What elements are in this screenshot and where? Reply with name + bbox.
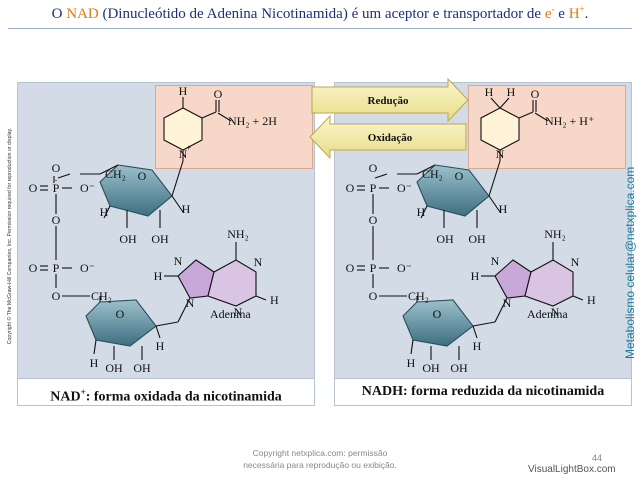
footer-copyright: Copyright netxplica.com: permissão neces… <box>243 448 397 470</box>
svg-text:O: O <box>455 169 464 183</box>
oxidation-arrow: Oxidação <box>309 114 467 160</box>
svg-text:P: P <box>370 181 377 195</box>
svg-text:H: H <box>182 202 191 216</box>
svg-text:O: O <box>346 181 355 195</box>
brand-watermark: VisualLightBox.com <box>528 464 616 475</box>
svg-text:P: P <box>53 261 60 275</box>
reduction-arrow: Redução <box>311 77 469 123</box>
title-divider <box>8 28 632 29</box>
nad-atom-labels: H O NH₂ + 2H N + CH₂ O O + O P O⁻ O O P … <box>29 84 279 375</box>
svg-text:P: P <box>370 261 377 275</box>
svg-text:+: + <box>186 143 191 153</box>
svg-text:O: O <box>116 307 125 321</box>
svg-text:O: O <box>369 213 378 227</box>
side-copyright: Copyright © The McGraw-Hill Companies, I… <box>7 127 13 345</box>
svg-text:N: N <box>186 296 195 310</box>
svg-text:OH: OH <box>468 232 486 246</box>
svg-text:NH₂ + 2H: NH₂ + 2H <box>228 114 277 128</box>
svg-text:OH: OH <box>133 361 151 375</box>
nad-caption: NAD+: forma oxidada da nicotinamida <box>18 378 314 405</box>
svg-text:O⁻: O⁻ <box>80 181 95 195</box>
svg-text:OH: OH <box>450 361 468 375</box>
svg-text:N: N <box>496 147 505 161</box>
svg-text:NH₂ + H⁺: NH₂ + H⁺ <box>545 114 594 128</box>
svg-text:N: N <box>491 254 500 268</box>
svg-text:H: H <box>499 202 508 216</box>
svg-text:N: N <box>571 255 580 269</box>
svg-text:N: N <box>254 255 263 269</box>
svg-text:Redução: Redução <box>368 95 409 107</box>
svg-text:H: H <box>587 293 596 307</box>
svg-text:H: H <box>270 293 279 307</box>
svg-text:O: O <box>52 289 61 303</box>
svg-text:O: O <box>29 181 38 195</box>
svg-text:O: O <box>531 87 540 101</box>
svg-text:O: O <box>29 261 38 275</box>
svg-text:N: N <box>174 254 183 268</box>
svg-text:O: O <box>433 307 442 321</box>
svg-text:Adenina: Adenina <box>210 307 251 321</box>
svg-text:Oxidação: Oxidação <box>368 132 413 144</box>
svg-text:P: P <box>53 181 60 195</box>
svg-text:O⁻: O⁻ <box>397 181 412 195</box>
svg-text:N: N <box>503 296 512 310</box>
svg-text:H: H <box>507 85 516 99</box>
svg-text:H: H <box>485 85 494 99</box>
svg-text:O: O <box>369 289 378 303</box>
svg-text:O: O <box>52 213 61 227</box>
side-website: Metabolismo celular@netxplica.com <box>623 166 637 359</box>
svg-text:H: H <box>154 269 163 283</box>
svg-text:O: O <box>52 161 61 175</box>
svg-text:CH₂: CH₂ <box>105 167 126 181</box>
nad-molecule <box>40 97 267 360</box>
svg-text:H: H <box>473 339 482 353</box>
svg-text:OH: OH <box>105 361 123 375</box>
page-number: 44 <box>592 453 603 463</box>
svg-text:H: H <box>156 339 165 353</box>
slide-title: O NAD (Dinucleótido de Adenina Nicotinam… <box>51 4 589 22</box>
svg-text:O: O <box>369 161 378 175</box>
svg-text:O: O <box>214 87 223 101</box>
nadh-caption: NADH: forma reduzida da nicotinamida <box>335 378 631 405</box>
svg-text:O: O <box>138 169 147 183</box>
svg-text:CH₂: CH₂ <box>422 167 443 181</box>
svg-text:H: H <box>100 205 109 219</box>
svg-text:OH: OH <box>436 232 454 246</box>
svg-text:H: H <box>417 205 426 219</box>
svg-text:H: H <box>471 269 480 283</box>
svg-text:H: H <box>90 356 99 370</box>
nadh-atom-labels: H H O NH₂ + H⁺ N CH₂ O O O P O⁻ O O P O⁻… <box>346 85 596 375</box>
svg-text:CH₂: CH₂ <box>91 289 112 303</box>
svg-text:H: H <box>407 356 416 370</box>
svg-text:N: N <box>551 305 560 319</box>
svg-text:NH₂: NH₂ <box>227 227 249 241</box>
svg-text:O: O <box>346 261 355 275</box>
svg-text:OH: OH <box>119 232 137 246</box>
svg-text:Adenina: Adenina <box>527 307 568 321</box>
nad-panel: NAD+: forma oxidada da nicotinamida <box>17 82 315 406</box>
svg-text:OH: OH <box>422 361 440 375</box>
svg-text:O⁻: O⁻ <box>397 261 412 275</box>
svg-text:N: N <box>234 305 243 319</box>
nad-highlight: NAD <box>66 6 99 22</box>
svg-text:NH₂: NH₂ <box>544 227 566 241</box>
svg-text:H: H <box>179 84 188 98</box>
svg-text:N: N <box>179 147 188 161</box>
svg-text:OH: OH <box>151 232 169 246</box>
nadh-molecule <box>357 97 584 360</box>
svg-text:O⁻: O⁻ <box>80 261 95 275</box>
svg-text:CH₂: CH₂ <box>408 289 429 303</box>
